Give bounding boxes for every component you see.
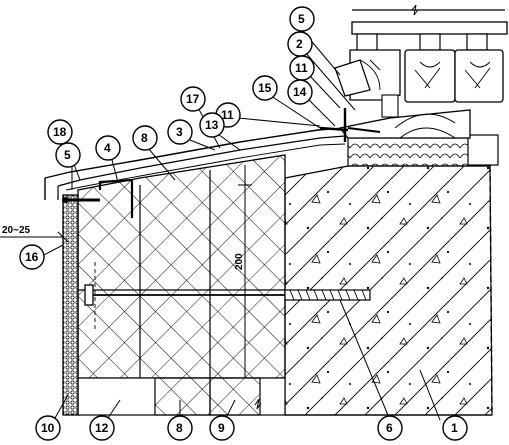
callout-8-bottom: 8 <box>167 415 193 441</box>
window-frame <box>334 4 508 167</box>
gap-dimension-label: 20~25 <box>2 225 31 236</box>
callout-9: 9 <box>209 415 235 441</box>
insulation-board-layer <box>77 154 286 379</box>
svg-text:17: 17 <box>186 92 200 106</box>
leader-lines <box>39 29 441 421</box>
svg-text:11: 11 <box>295 61 308 75</box>
anchor-depth-label: 200 <box>234 253 245 270</box>
callout-10: 10 <box>35 415 61 441</box>
svg-text:8: 8 <box>176 421 183 435</box>
callout-13: 13 <box>199 112 225 138</box>
callout-16: 16 <box>19 244 45 270</box>
callout-12: 12 <box>89 415 115 441</box>
svg-text:6: 6 <box>386 421 393 435</box>
callout-2: 2 <box>287 31 313 57</box>
finish-render-layer <box>62 194 79 416</box>
svg-text:1: 1 <box>451 421 458 435</box>
anchor-bolt <box>84 262 371 330</box>
svg-text:5: 5 <box>64 148 71 162</box>
svg-text:13: 13 <box>205 118 219 132</box>
svg-text:2: 2 <box>296 37 303 51</box>
svg-text:14: 14 <box>293 85 307 99</box>
sloped-coping-flashing <box>44 127 346 200</box>
callout-5-top: 5 <box>289 6 315 32</box>
callout-15: 15 <box>252 75 278 101</box>
svg-text:5: 5 <box>298 12 305 26</box>
callout-8-top: 8 <box>132 125 158 151</box>
callout-1: 1 <box>442 415 468 441</box>
anchor-depth-dimension: 200 <box>234 184 252 291</box>
svg-text:16: 16 <box>25 250 39 264</box>
svg-text:10: 10 <box>41 421 55 435</box>
svg-text:15: 15 <box>258 81 272 95</box>
callout-3: 3 <box>167 119 193 145</box>
svg-text:8: 8 <box>141 131 148 145</box>
sill-fixing-screw <box>319 108 381 142</box>
svg-text:3: 3 <box>176 125 183 139</box>
callout-4: 4 <box>95 135 121 161</box>
callout-14: 14 <box>287 79 313 105</box>
edge-bracket <box>62 178 134 218</box>
callout-6: 6 <box>377 415 403 441</box>
svg-text:11: 11 <box>221 108 234 122</box>
lower-insulation-strip <box>77 377 286 416</box>
svg-text:18: 18 <box>53 125 67 139</box>
callout-17: 17 <box>180 86 206 112</box>
callout-5-left: 5 <box>55 142 81 168</box>
callout-11-upper: 11 <box>289 55 315 81</box>
svg-text:12: 12 <box>95 421 109 435</box>
gap-dimension: 20~25 <box>0 225 69 248</box>
svg-text:9: 9 <box>218 421 225 435</box>
svg-text:4: 4 <box>104 141 111 155</box>
callout-18: 18 <box>47 119 73 145</box>
